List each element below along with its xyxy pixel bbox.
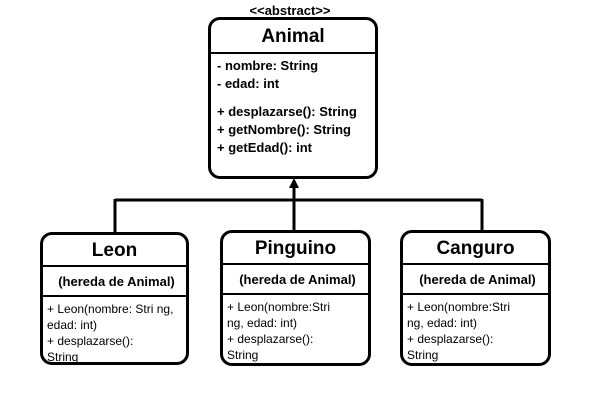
- class-pinguino-methods: + Leon(nombre:Stri ng, edad: int) + desp…: [223, 295, 368, 363]
- class-canguro: Canguro (hereda de Animal) + Leon(nombre…: [400, 230, 551, 366]
- method-line: String: [227, 348, 259, 362]
- method-getedad: + getEdad(): int: [217, 140, 312, 155]
- class-canguro-methods: + Leon(nombre:Stri ng, edad: int) + desp…: [403, 295, 548, 363]
- method-line: ng, edad: int): [227, 316, 298, 330]
- class-animal-methods: + desplazarse(): String + getNombre(): S…: [211, 103, 375, 157]
- method-line: + desplazarse():: [407, 332, 494, 346]
- attribute-nombre: - nombre: String: [217, 58, 319, 73]
- class-pinguino: Pinguino (hereda de Animal) + Leon(nombr…: [220, 230, 371, 366]
- class-animal-title: Animal: [211, 20, 375, 54]
- class-leon-methods: + Leon(nombre: Stri ng, edad: int) + des…: [43, 297, 186, 364]
- method-desplazarse: + desplazarse(): String: [217, 104, 357, 119]
- abstract-stereotype: <<abstract>>: [249, 3, 331, 18]
- class-canguro-inherits: (hereda de Animal): [403, 265, 548, 295]
- method-line: + desplazarse():: [227, 332, 314, 346]
- class-leon-inherits: (hereda de Animal): [43, 267, 186, 297]
- class-pinguino-title: Pinguino: [223, 233, 368, 265]
- class-leon-title: Leon: [43, 235, 186, 267]
- inheritance-arrowhead: [289, 178, 299, 188]
- method-line: + Leon(nombre:Stri: [227, 300, 331, 314]
- method-line: + desplazarse():: [47, 334, 134, 348]
- class-animal: Animal - nombre: String - edad: int + de…: [208, 17, 378, 179]
- method-line: String: [407, 348, 439, 362]
- method-getnombre: + getNombre(): String: [217, 122, 351, 137]
- class-leon: Leon (hereda de Animal) + Leon(nombre: S…: [40, 232, 189, 365]
- method-line: edad: int): [47, 318, 98, 332]
- class-canguro-title: Canguro: [403, 233, 548, 265]
- method-line: + Leon(nombre: Stri ng,: [47, 302, 174, 316]
- class-animal-attributes: - nombre: String - edad: int: [211, 54, 375, 103]
- method-line: ng, edad: int): [407, 316, 478, 330]
- method-line: String: [47, 350, 79, 364]
- attribute-edad: - edad: int: [217, 76, 280, 91]
- method-line: + Leon(nombre:Stri: [407, 300, 511, 314]
- class-pinguino-inherits: (hereda de Animal): [223, 265, 368, 295]
